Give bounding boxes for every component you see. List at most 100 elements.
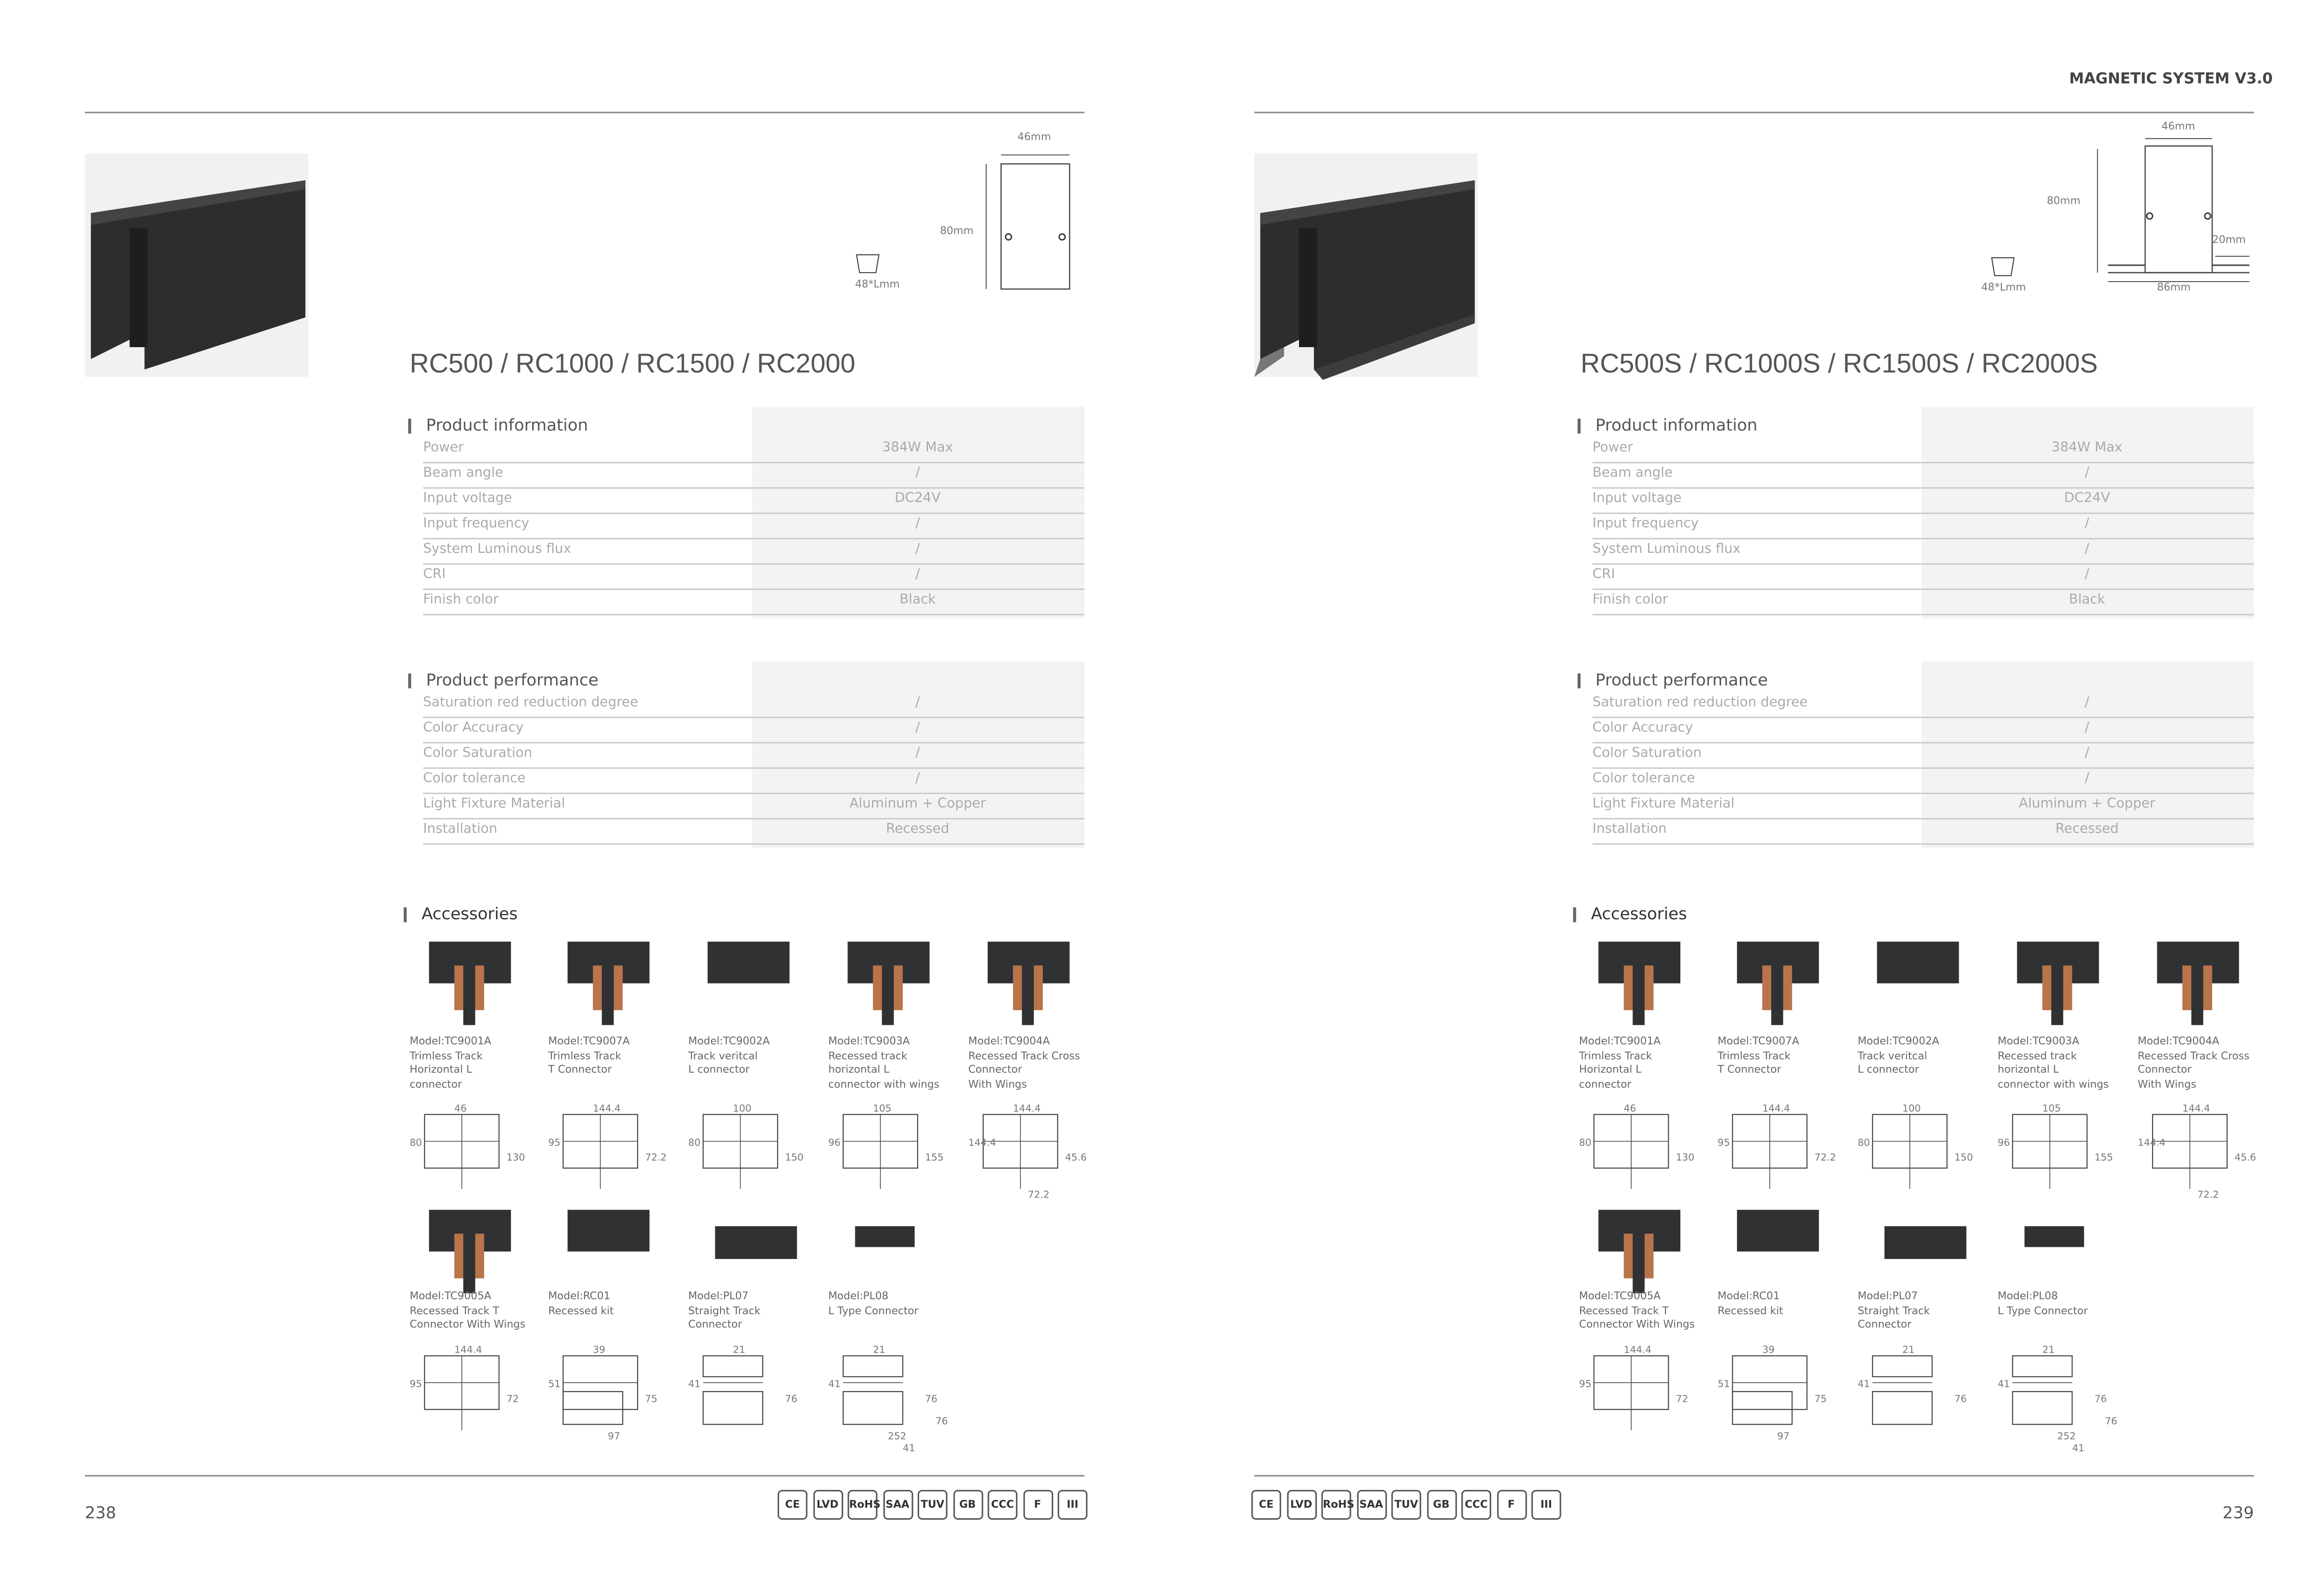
accessory-text-line: Model:PL07 [1857, 1290, 1918, 1303]
row-label: Finish color [423, 593, 499, 608]
connector-image [988, 941, 1070, 1025]
row-value: / [2085, 567, 2089, 583]
accessory-dimension: 95 [1717, 1137, 1730, 1149]
accessory-text-line: Recessed Track T [409, 1304, 499, 1317]
accessory-dimension: 72 [1676, 1393, 1688, 1405]
row-label: Color Saturation [423, 746, 533, 761]
certification-iii-icon: III [1057, 1490, 1088, 1520]
row-label: Installation [1592, 822, 1667, 838]
accessory-dimension: 144.4 [1762, 1102, 1790, 1115]
accessory-dimension: 46 [454, 1102, 467, 1115]
top-rule [85, 112, 1085, 113]
accessories-heading: Accessories [1573, 904, 1687, 924]
accessory-drawing [2012, 1355, 2073, 1425]
accessory-photo [422, 1204, 526, 1294]
certification-lvd-icon: LVD [812, 1490, 843, 1520]
accessory-text-line: Recessed track [828, 1050, 907, 1062]
product-performance-value-background [752, 661, 1085, 848]
accessory-dimension: 76 [2105, 1415, 2117, 1428]
row-value: 384W Max [2051, 441, 2123, 456]
accessory-text-line: Horizontal L [409, 1064, 472, 1076]
row-label: Color Accuracy [423, 721, 524, 736]
accessory-text-line: Model:TC9002A [688, 1035, 770, 1048]
certification-gb-icon: GB [1426, 1490, 1456, 1520]
row-label: Input voltage [423, 491, 512, 507]
product-title: RC500 / RC1000 / RC1500 / RC2000 [409, 349, 855, 379]
accessory-photo [1591, 936, 1695, 1025]
accessory-dimension: 51 [548, 1378, 561, 1390]
accessory-drawing [1732, 1355, 1808, 1425]
row-value: / [2085, 772, 2089, 787]
connector-image [1884, 1226, 1967, 1259]
accessory-dimension: 76 [1954, 1393, 1967, 1405]
accessory-photo [560, 936, 665, 1025]
accessory-dimension: 80 [1857, 1137, 1870, 1149]
product-photo [85, 153, 309, 377]
accessory-text-line: Model:TC9002A [1857, 1035, 1939, 1048]
accessory-text-line: Model:TC9007A [1717, 1035, 1799, 1048]
accessory-dimension: 100 [1902, 1102, 1921, 1115]
row-label: Power [423, 441, 464, 456]
accessory-text-line: connector [1579, 1078, 1632, 1090]
accessory-photo [1730, 1204, 1834, 1293]
page-number: 238 [85, 1503, 117, 1523]
accessory-text-line: Trimless Track [1717, 1050, 1791, 1062]
accessory-text-line: Recessed Track T [1579, 1304, 1669, 1317]
row-value: / [2085, 746, 2089, 761]
row-value: Black [2069, 593, 2105, 608]
row-value: / [2085, 517, 2089, 532]
accessory-text-line: connector [409, 1078, 462, 1090]
product-performance-value-background [1922, 661, 2254, 848]
row-value: Aluminum + Copper [849, 797, 986, 812]
accessory-text-line: Connector With Wings [1579, 1318, 1695, 1331]
accessory-text-line: T Connector [548, 1064, 612, 1076]
accessory-dimension: 252 [888, 1430, 906, 1443]
product-information-heading: Product information [1577, 416, 1758, 435]
accessory-text-line: connector with wings [828, 1078, 940, 1090]
accessory-dimension: 75 [645, 1393, 658, 1405]
connector-image [1877, 941, 1959, 983]
accessory-text-line: Model:TC9001A [409, 1035, 491, 1048]
accessory-dimension: 72.2 [2197, 1189, 2219, 1201]
accessory-dimension: 21 [873, 1344, 885, 1356]
row-value: / [915, 721, 920, 736]
accessory-text-line: Model:TC9007A [548, 1035, 630, 1048]
accessory-dimension: 96 [828, 1137, 841, 1149]
accessory-dimension: 45.6 [2235, 1152, 2257, 1164]
accessory-dimension: 41 [688, 1378, 701, 1390]
product-information-row: System Luminous flux/ [1592, 538, 2254, 565]
product-information-row: CRI/ [423, 563, 1085, 590]
accessory-dimension: 76 [785, 1393, 798, 1405]
row-label: Beam angle [423, 466, 504, 482]
accessory-text-line: Recessed kit [548, 1304, 614, 1317]
accessory-dimension: 76 [925, 1393, 938, 1405]
accessory-drawing [702, 1355, 764, 1425]
accessory-drawing [424, 1355, 500, 1430]
accessory-drawing [842, 1114, 918, 1189]
accessory-photo [2010, 1204, 2114, 1293]
product-performance-row: Color tolerance/ [1592, 767, 2254, 794]
certification-f-icon: F [1496, 1490, 1526, 1520]
track-profile-image [90, 180, 305, 370]
row-label: Input frequency [423, 517, 529, 532]
product-information-row: Beam angle/ [423, 462, 1085, 489]
row-label: Light Fixture Material [1592, 797, 1735, 812]
connector-image [2157, 941, 2239, 1025]
accessory-text-line: Recessed kit [1717, 1304, 1783, 1317]
connector-image [567, 941, 650, 1025]
accessory-drawing [424, 1114, 500, 1189]
row-label: CRI [1592, 567, 1615, 583]
row-label: Input voltage [1592, 491, 1682, 507]
bottom-rule [1254, 1475, 2254, 1477]
bottom-rule [85, 1475, 1085, 1477]
accessory-text-line: Trimless Track [1579, 1050, 1652, 1062]
